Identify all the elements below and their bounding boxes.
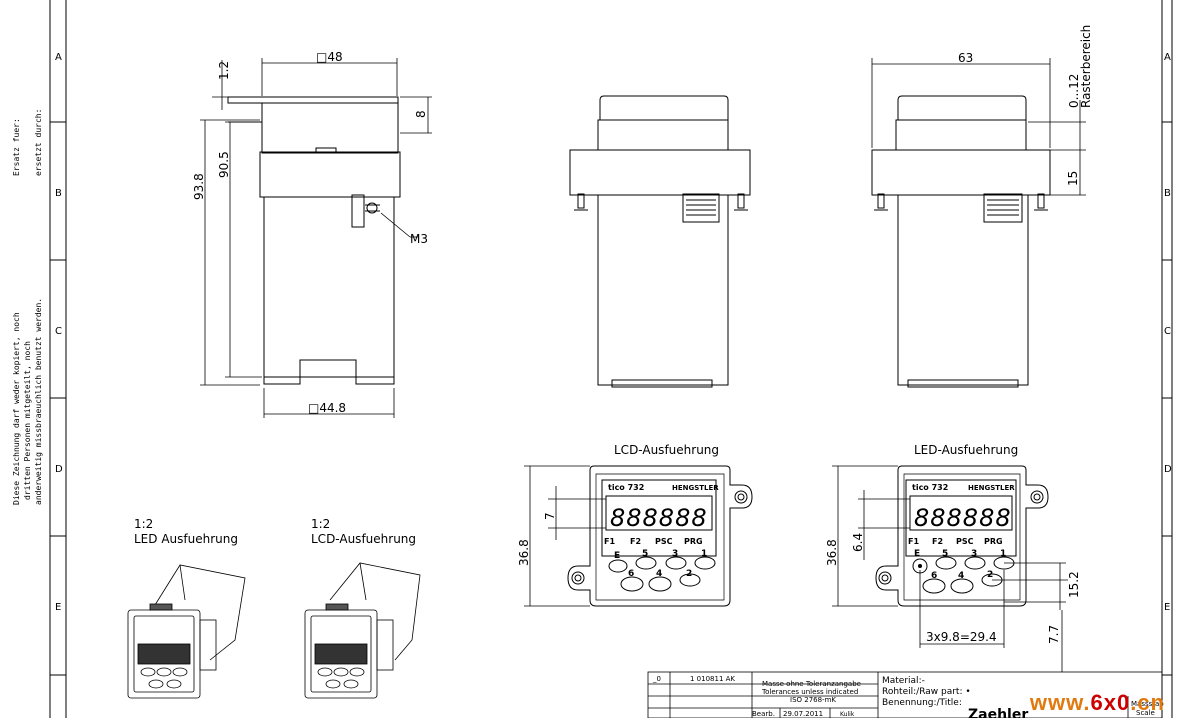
copyright-line-1: Diese Zeichnung darf weder kopiert, noch	[12, 312, 21, 505]
led-key-4: 4	[958, 571, 964, 581]
dim-key-vert: 15.2	[1067, 571, 1081, 598]
led-key-1: 1	[1000, 549, 1006, 559]
lcd-key-e: E	[614, 551, 620, 561]
lcd-key-f1: F1	[604, 537, 615, 546]
sheet-frame	[49, 0, 1173, 718]
led-key-3: 3	[971, 549, 977, 559]
side-view	[569, 95, 751, 388]
iso-lcd-title: LCD-Ausfuehrung	[311, 532, 416, 546]
right-view	[871, 95, 1051, 388]
watermark-mid: 6x0	[1090, 690, 1131, 715]
dim-flange-thickness: 1.2	[217, 61, 231, 80]
row-letter-d-right: D	[1164, 464, 1172, 475]
tb-rev: _0	[652, 675, 661, 683]
dim-bracket-height: 15	[1066, 171, 1080, 186]
copyright-line-2: dritten Personen mitgeteilt, noch	[23, 341, 32, 500]
tb-company: Zaehler	[968, 707, 1028, 718]
lcd-key-3: 3	[672, 549, 678, 559]
replacement-note-b: ersetzt durch:	[34, 108, 43, 176]
tb-tol-1: Masse ohne Toleranzangabe	[762, 680, 861, 688]
lcd-key-prg: PRG	[684, 537, 703, 546]
front-view	[227, 96, 401, 385]
dim-raster-label: Rasterbereich	[1079, 25, 1093, 108]
row-letter-b: B	[55, 188, 62, 199]
lcd-key-6: 6	[628, 569, 634, 579]
row-letter-e-right: E	[1164, 602, 1170, 613]
led-model-label: tico 732	[912, 483, 948, 492]
dim-key-pitch: 3x9.8=29.4	[926, 630, 997, 644]
copyright-line-3: anderweitig missbraeuchlich benutzt werd…	[34, 297, 43, 505]
watermark-post: .cn	[1130, 690, 1165, 715]
dim-lcd-front-height: 36.8	[517, 539, 531, 566]
led-key-f1: F1	[908, 537, 919, 546]
tb-author: Kulik	[840, 711, 855, 718]
dim-bottom-width: □44.8	[308, 401, 346, 415]
dim-thread: M3	[410, 232, 428, 246]
row-letter-b-right: B	[1164, 188, 1171, 199]
led-key-e: E	[914, 549, 920, 559]
tb-material: Material:-	[882, 676, 925, 686]
lcd-key-2: 2	[686, 569, 692, 579]
iso-lcd-device	[304, 562, 421, 699]
dim-body-height: 90.5	[217, 151, 231, 178]
tb-title: Benennung:/Title:	[882, 698, 962, 708]
lcd-key-psc: PSC	[655, 537, 673, 546]
iso-lcd-scale: 1:2	[311, 517, 330, 531]
iso-led-title: LED Ausfuehrung	[134, 532, 238, 546]
row-letter-a: A	[55, 52, 62, 63]
tb-scale: Scale	[1136, 709, 1155, 717]
led-key-5: 5	[942, 549, 948, 559]
dim-key-row: 7.7	[1047, 625, 1061, 644]
watermark: www.6x0.cn	[1030, 690, 1165, 716]
led-dimensions	[832, 465, 1068, 672]
led-key-psc: PSC	[956, 537, 974, 546]
replacement-note-a: Ersatz fuer:	[12, 118, 21, 176]
tb-date: 29.07.2011	[783, 710, 823, 718]
lcd-digits: 888888	[610, 504, 708, 532]
lcd-key-f2: F2	[630, 537, 641, 546]
row-letter-d: D	[55, 464, 63, 475]
lcd-key-1: 1	[701, 549, 707, 559]
tb-tol-2: Tolerances unless indicated	[761, 688, 858, 696]
led-view-title: LED-Ausfuehrung	[914, 443, 1018, 457]
dim-led-front-height: 36.8	[825, 539, 839, 566]
led-digits: 888888	[914, 504, 1012, 532]
led-key-prg: PRG	[984, 537, 1003, 546]
lcd-brand-label: HENGSTLER	[672, 484, 719, 492]
tb-doc-no: 1 010811 AK	[690, 675, 735, 683]
lcd-key-4: 4	[656, 569, 662, 579]
lcd-view-title: LCD-Ausfuehrung	[614, 443, 719, 457]
tb-bearb: Bearb.	[752, 710, 775, 718]
lcd-key-5: 5	[642, 549, 648, 559]
tb-measured: Massstab	[1131, 700, 1164, 708]
dim-side-width: 63	[958, 51, 973, 65]
dim-lcd-digit-height: 7	[543, 512, 557, 520]
watermark-pre: www.	[1029, 690, 1091, 715]
tb-tol-3: ISO 2768-mK	[790, 696, 836, 704]
row-letter-a-right: A	[1164, 52, 1171, 63]
lcd-model-label: tico 732	[608, 483, 644, 492]
row-letter-c: C	[55, 326, 62, 337]
led-brand-label: HENGSTLER	[968, 484, 1015, 492]
dim-top-height: 8	[414, 110, 428, 118]
tb-raw-part: Rohteil:/Raw part: •	[882, 687, 971, 697]
led-key-6: 6	[931, 571, 937, 581]
led-key-f2: F2	[932, 537, 943, 546]
lcd-dimensions	[524, 465, 606, 607]
row-letter-e: E	[55, 602, 61, 613]
led-key-2: 2	[987, 570, 993, 580]
iso-led-scale: 1:2	[134, 517, 153, 531]
led-front-view	[875, 465, 1049, 607]
iso-led-device	[127, 564, 246, 699]
dim-led-digit-height: 6.4	[851, 533, 865, 552]
lcd-front-view	[567, 465, 753, 607]
right-dimensions	[871, 58, 1086, 196]
dim-raster-range: 0...12	[1067, 74, 1081, 108]
row-letter-c-right: C	[1164, 326, 1171, 337]
dim-overall-height: 93.8	[192, 173, 206, 200]
dim-front-width: □48	[316, 50, 343, 64]
front-dimensions	[200, 58, 432, 418]
